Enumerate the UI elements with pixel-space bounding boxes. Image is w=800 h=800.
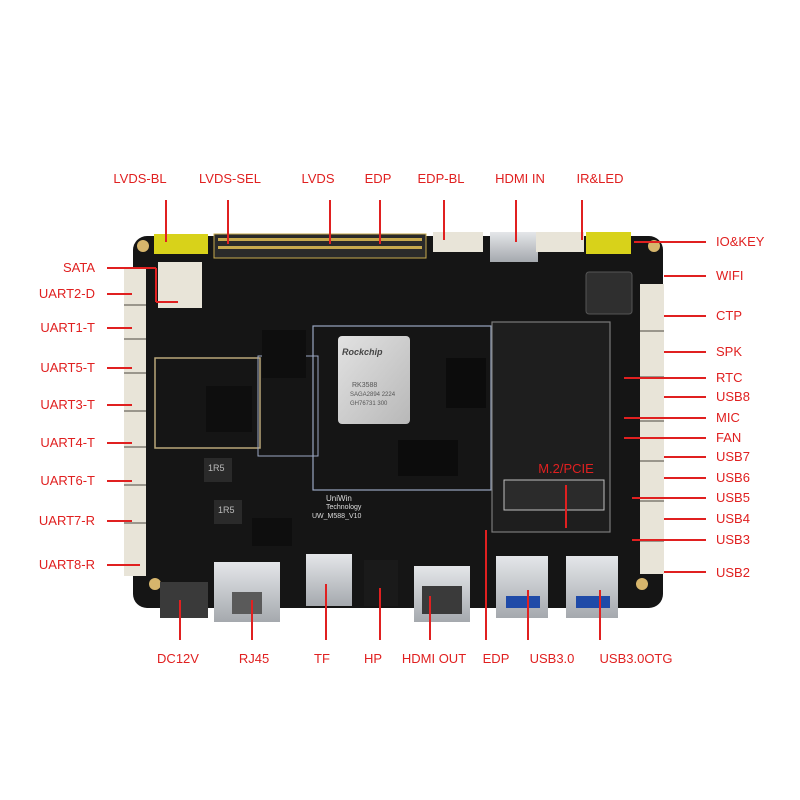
maker-name: UniWin [326,494,352,503]
soc-chip [338,336,410,424]
label-hp: HP [363,651,383,666]
sata-connector [158,262,202,308]
right-connector-strip [640,284,664,574]
pmic-chip [206,386,252,432]
label-usb5: USB5 [716,490,750,505]
som-outline [312,325,492,491]
dc-jack [160,582,208,618]
label-usb7: USB7 [716,449,750,464]
label-uart4-t: UART4-T [40,435,95,450]
leader-lines [107,200,706,640]
label-rj45: RJ45 [238,651,270,666]
wifi-module [585,271,633,315]
label-usb3-right: USB3 [716,532,750,547]
label-uart7-r: UART7-R [38,513,95,528]
label-fan: FAN [716,430,742,445]
mounting-hole [149,578,161,590]
board-id: UW_M588_V10 [312,513,362,520]
chip-model: RK3588 [352,382,378,389]
label-m2-pcie: M.2/PCIE [538,461,594,476]
label-edp-top: EDP [364,171,392,186]
inductor [204,458,232,482]
label-mic: MIC [716,410,740,425]
label-hdmi-out: HDMI OUT [401,651,467,666]
rj45-opening [232,592,262,614]
usb3-otg-port [566,556,618,618]
chip-marking-2: SAGA2894 2224 [350,392,396,398]
label-ctp: CTP [716,308,742,323]
usb3-otg-tongue [576,596,610,608]
label-tf: TF [314,651,330,666]
label-lvds-bl: LVDS-BL [113,171,167,186]
label-uart2-d: UART2-D [38,286,95,301]
label-uart5-t: UART5-T [40,360,95,375]
mounting-hole [137,240,149,252]
label-ir-led: IR&LED [576,171,624,186]
label-usb8: USB8 [716,389,750,404]
emmc-chip [446,358,486,408]
label-sata: SATA [62,260,95,275]
maker-sub: Technology [326,504,362,511]
label-uart6-t: UART6-T [40,473,95,488]
io-key-connector [586,232,631,254]
pcb-silkscreen-region-left [154,357,261,449]
label-rtc: RTC [716,370,743,385]
label-edp-bl: EDP-BL [417,171,465,186]
label-usb3-0: USB3.0 [529,651,575,666]
label-lvds-sel: LVDS-SEL [199,171,261,186]
label-uart8-r: UART8-R [38,557,95,572]
left-ic [262,330,306,378]
label-usb6: USB6 [716,470,750,485]
label-edp-bottom: EDP [482,651,510,666]
eth-phy-chip [252,518,292,546]
hdmi-out-opening [422,586,462,614]
label-spk: SPK [716,344,743,359]
hdmi-in-port [490,232,538,262]
inductor-marking: 1R5 [208,463,225,473]
label-usb4: USB4 [716,511,750,526]
chip-marking-3: GH76731 300 [350,401,388,407]
label-hdmi-in: HDMI IN [495,171,545,186]
left-connector-strip [124,268,146,576]
mounting-hole [636,578,648,590]
inductor-marking: 1R5 [218,505,235,515]
pin-header-pins [218,238,422,249]
usb3-port [496,556,548,618]
label-usb2: USB2 [716,565,750,580]
label-io-key: IO&KEY [716,234,765,249]
usb3-tongue [506,596,540,608]
label-dc12v: DC12V [157,651,199,666]
left-connector-dividers [124,304,146,524]
label-lvds: LVDS [301,171,335,186]
lvds-bl-connector [154,234,208,254]
tf-slot [306,554,352,606]
ram-chip [398,440,458,476]
inductor [214,500,242,524]
m2-connector [503,479,605,511]
label-uart1-t: UART1-T [40,320,95,335]
label-usb3-0-otg: USB3.0OTG [599,651,673,666]
label-uart3-t: UART3-T [40,397,95,412]
chip-brand: Rockchip [342,347,383,357]
ir-led-connector [536,232,584,252]
label-wifi: WIFI [716,268,744,283]
edp-bl-connector [433,232,483,252]
